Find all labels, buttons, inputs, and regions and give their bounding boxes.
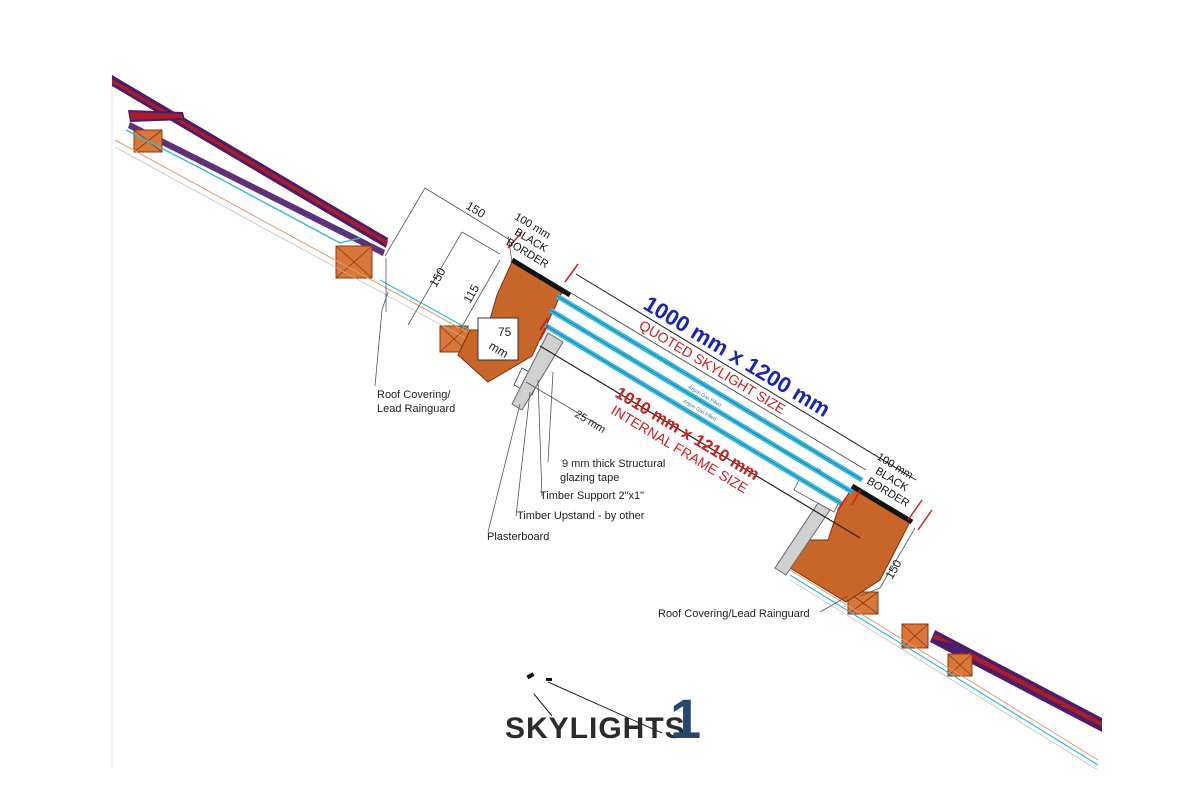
label-plasterboard: Plasterboard [487,531,549,543]
roof-covering-upper-left [112,75,388,256]
dim-small: 18 [814,467,822,475]
black-border-right [850,483,914,525]
dim-150-top: 150 [463,199,488,221]
label-timber-support: Timber Support 2"x1" [540,490,644,502]
glazing-tape-right [837,497,847,511]
black-border-label-left: 100 mm BLACK BORDER [504,211,553,271]
label-roof-covering-left-2: Lead Rainguard [377,403,455,415]
label-roof-covering-left-1: Roof Covering/ [377,389,451,401]
logo-number: 1 [670,687,701,750]
red-dimension-ticks [507,231,933,531]
glazing-panes [541,289,867,507]
logo-text: SKYLIGHTS [505,712,686,745]
dim-25mm: 25 mm [572,408,607,436]
roof-covering-lower-right [930,630,1102,732]
label-timber-upstand: Timber Upstand - by other [517,510,645,522]
membrane-lines-right [789,569,1099,771]
dim-115: 115 [460,282,482,306]
label-glazing-tape-1: 9 mm thick Structural [562,458,665,470]
glazing-tape-left [539,317,549,331]
plasterboard-right [774,502,831,576]
quoted-size-dim-line [575,273,917,481]
internal-size-dim-line [539,345,861,539]
membrane-lines-left [114,129,501,358]
label-glazing-tape-2: glazing tape [560,472,619,484]
leader-lines [374,291,849,613]
label-roof-covering-right: Roof Covering/Lead Rainguard [658,608,810,620]
dim-75: 75 [498,325,512,339]
roof-battens-lower-right [847,591,973,677]
dimension-lines [384,187,916,597]
black-border-left [510,257,572,298]
dim-150-side: 150 [426,265,448,290]
skylights1-logo: SKYLIGHTS 1 [505,672,701,750]
